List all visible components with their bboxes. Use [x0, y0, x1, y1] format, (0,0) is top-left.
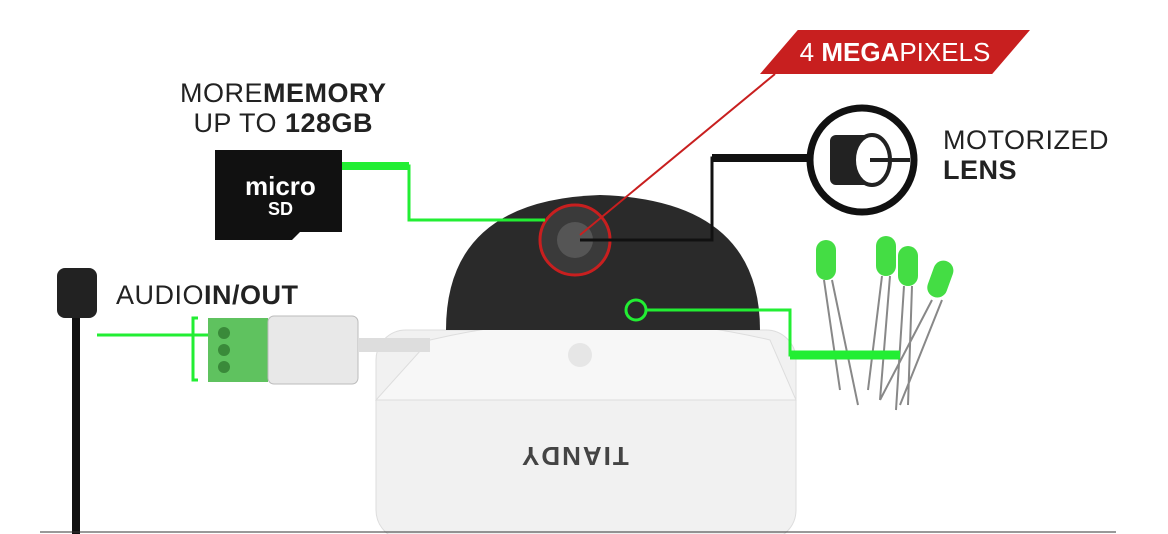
- svg-text:SD: SD: [268, 199, 293, 219]
- microphone: [57, 268, 97, 534]
- mp-suffix: PIXELS: [899, 37, 991, 67]
- audio-label-bold: IN/OUT: [204, 280, 299, 310]
- mp-bold: MEGA: [821, 37, 900, 67]
- lens-label-line1: MOTORIZED: [943, 125, 1109, 155]
- microsd-card: micro SD: [215, 150, 342, 240]
- brand-logo: TIANDY: [520, 441, 629, 471]
- lens-icon: [806, 104, 918, 216]
- mp-number: 4: [799, 37, 822, 67]
- megapixel-pointer: [579, 73, 776, 236]
- audio-label-light: AUDIO: [116, 280, 205, 310]
- capacity-label-light: UP TO: [193, 108, 285, 138]
- megapixels-banner: 4 MEGAPIXELS: [760, 30, 1030, 74]
- memory-pointer: [342, 164, 545, 222]
- lens-label: MOTORIZED LENS: [943, 125, 1109, 185]
- audio-label: AUDIOIN/OUT: [116, 280, 299, 310]
- ir-leds: [816, 236, 954, 411]
- lens-label-line2: LENS: [943, 155, 1018, 185]
- memory-label-bold: MEMORY: [263, 78, 387, 108]
- dome-camera: [374, 195, 797, 534]
- memory-label: MOREMEMORY UP TO 128GB: [180, 78, 387, 138]
- audio-connector: [191, 315, 430, 385]
- memory-label-light: MORE: [180, 78, 263, 108]
- svg-text:micro: micro: [245, 171, 316, 201]
- capacity-label-bold: 128GB: [284, 108, 374, 138]
